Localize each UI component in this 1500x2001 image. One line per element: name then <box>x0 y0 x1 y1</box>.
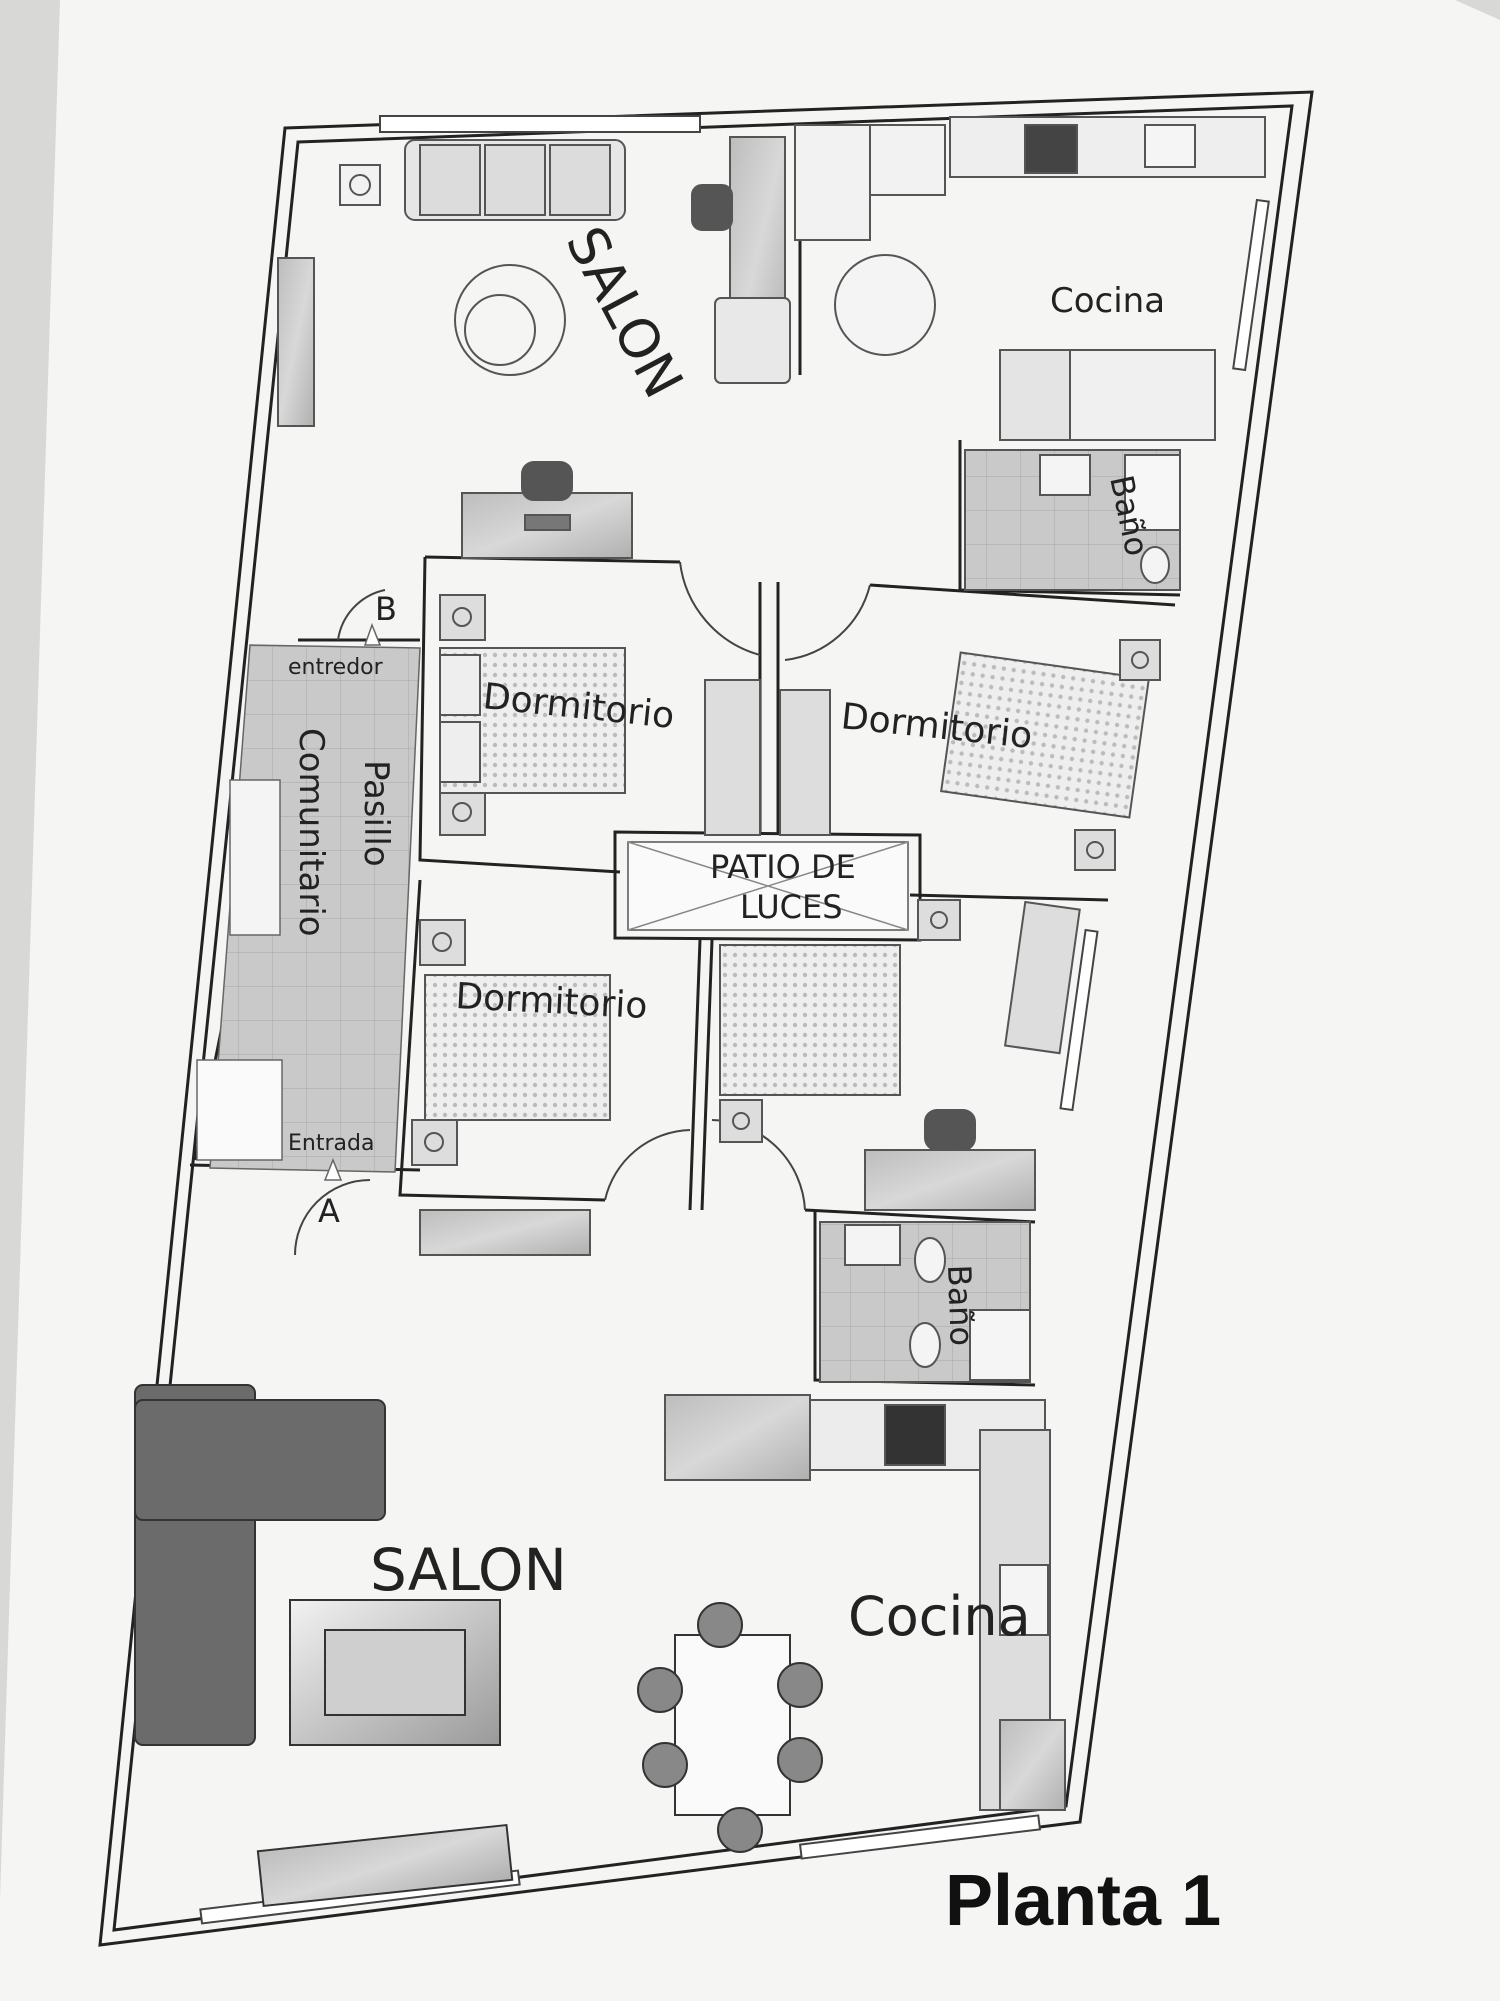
label-patio-line1: PATIO DE <box>710 848 856 886</box>
bottom-kitchen <box>664 1394 1066 1811</box>
label-dormitorio-3: Dormitorio <box>455 976 649 1027</box>
label-pasillo: Pasillo <box>356 760 396 867</box>
bedroom-2-furniture <box>940 639 1161 871</box>
label-entredor: entredor <box>288 655 384 680</box>
bedroom-4-furniture <box>719 899 1036 1211</box>
top-bathroom <box>964 449 1181 591</box>
bedroom-3-furniture <box>411 919 611 1256</box>
plan-title: Planta 1 <box>945 1861 1221 1941</box>
top-kitchen-counters <box>794 116 1266 441</box>
label-comunitario: Comunitario <box>291 728 331 937</box>
label-door-b: B <box>375 590 397 628</box>
bedroom-1-furniture <box>439 594 626 836</box>
label-bano-bottom: Baño <box>940 1264 981 1347</box>
bottom-salon-furniture <box>134 1384 823 1908</box>
label-entrada: Entrada <box>288 1131 374 1156</box>
label-patio-line2: LUCES <box>740 888 843 926</box>
top-salon-furniture <box>277 136 936 559</box>
corridor-floor <box>196 622 421 1181</box>
label-cocina-bottom: Cocina <box>848 1585 1031 1648</box>
bottom-bathroom <box>819 1221 1031 1383</box>
wardrobes <box>704 679 1081 1055</box>
light-well <box>627 841 909 931</box>
label-cocina-top: Cocina <box>1050 281 1165 321</box>
label-door-a: A <box>318 1192 340 1230</box>
label-salon-bottom: SALON <box>370 1536 567 1604</box>
